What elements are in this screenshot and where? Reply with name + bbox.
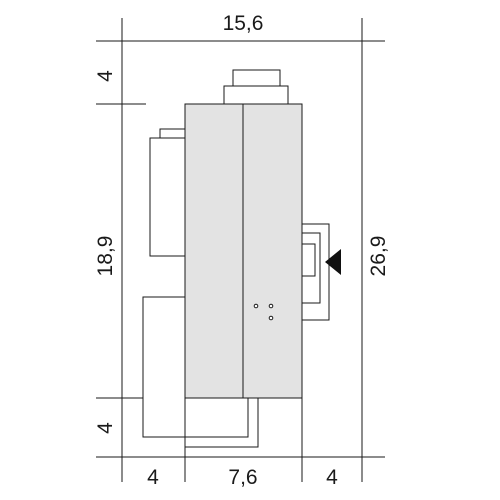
right-side-parts (301, 223, 341, 321)
overall-width-label: 15,6 (223, 12, 264, 35)
dimension-labels: 15,6 4 7,6 4 4 18,9 4 26,9 (94, 12, 390, 489)
body-width-label: 7,6 (228, 466, 257, 489)
screw-hole-icon (253, 303, 259, 309)
left-offset-label: 4 (147, 466, 159, 489)
main-body (184, 103, 303, 399)
upper-offset-label: 4 (94, 70, 117, 82)
arrow-marker-icon (325, 249, 341, 275)
body-height-label: 18,9 (94, 236, 117, 277)
top-connector (223, 69, 289, 105)
overall-height-label: 26,9 (367, 236, 390, 277)
left-side-parts (142, 128, 259, 448)
screw-hole-icon (268, 303, 274, 309)
lower-offset-label: 4 (94, 422, 117, 434)
screw-hole-icon (268, 315, 274, 321)
right-offset-label: 4 (326, 466, 338, 489)
